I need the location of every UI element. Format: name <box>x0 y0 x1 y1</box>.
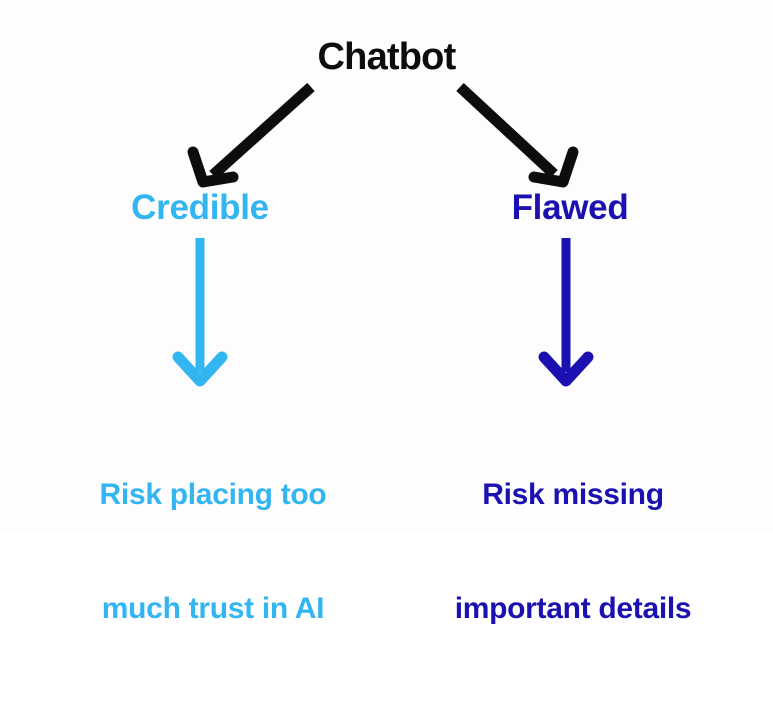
outcome-left-line-2: much trust in AI <box>101 592 325 626</box>
outcome-node-credible-risk: Risk placing too much trust in AI <box>43 400 383 705</box>
arrow-flawed-to-outcome <box>538 238 594 387</box>
branch-node-flawed: Flawed <box>511 188 629 227</box>
outcome-right-line-2: important details <box>454 592 692 626</box>
arrow-root-to-flawed <box>456 82 579 188</box>
outcome-node-flawed-risk: Risk missing important details <box>403 400 743 705</box>
outcome-right-line-1: Risk missing <box>482 478 664 512</box>
outcome-left-line-1: Risk placing too <box>99 478 327 512</box>
arrow-root-to-credible <box>187 82 315 188</box>
diagram-canvas: Chatbot Credible Flawed Risk placing too… <box>99 36 692 626</box>
root-node-chatbot: Chatbot <box>317 36 457 78</box>
branch-node-credible: Credible <box>131 188 269 227</box>
arrow-credible-to-outcome <box>172 238 228 387</box>
connector-layer <box>172 82 594 387</box>
